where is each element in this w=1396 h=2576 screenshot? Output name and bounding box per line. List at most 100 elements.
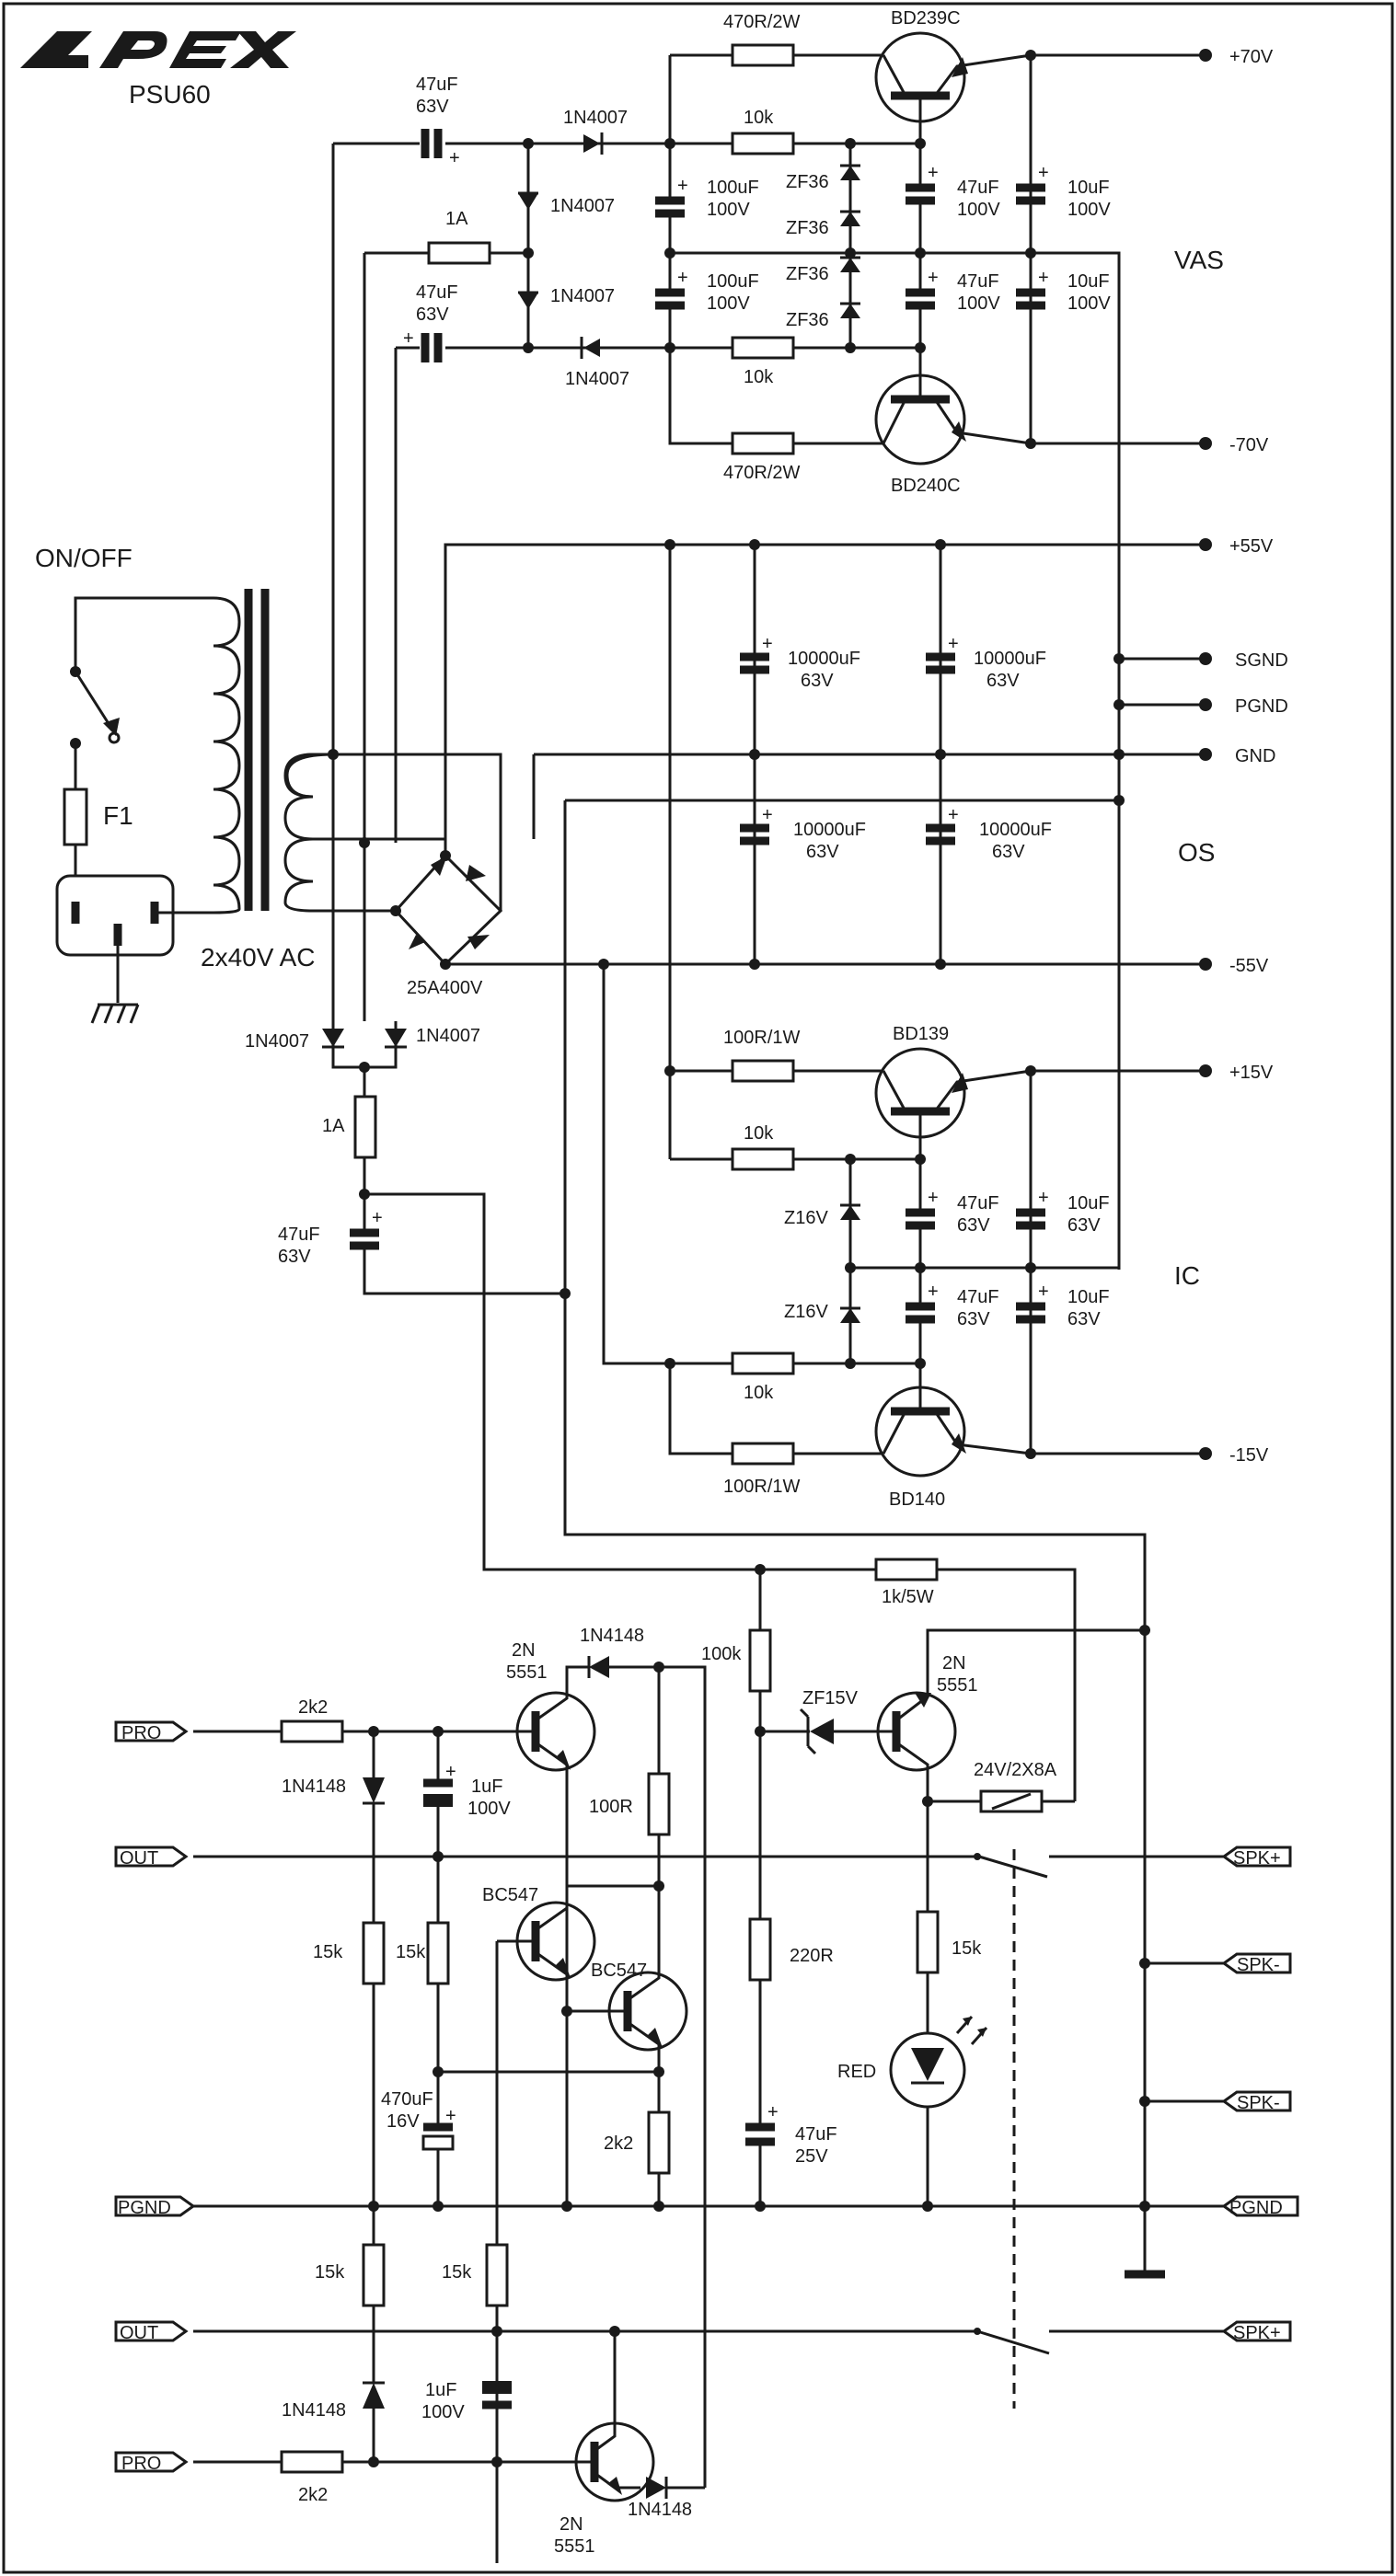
component-label: 1k/5W bbox=[882, 1587, 934, 1607]
component-label: SPK+ bbox=[1233, 1848, 1281, 1869]
component-label: 470R/2W bbox=[723, 463, 800, 483]
component-label: + bbox=[762, 805, 773, 825]
component-label: ZF15V bbox=[802, 1688, 859, 1708]
component-label: 10k bbox=[744, 367, 774, 387]
component-label: 100R bbox=[589, 1797, 633, 1817]
component-label: 5551 bbox=[937, 1675, 978, 1696]
component-label: 100uF bbox=[707, 178, 759, 198]
component-label: + bbox=[677, 176, 688, 196]
component-label: 63V bbox=[801, 671, 834, 691]
component-label: 15k bbox=[442, 2262, 472, 2283]
component-label: ON/OFF bbox=[35, 544, 133, 572]
component-label: 1N4148 bbox=[580, 1626, 644, 1646]
bridge-section: 25A400V bbox=[313, 543, 1206, 1021]
component-label: 1A bbox=[445, 209, 468, 229]
component-label: ZF36 bbox=[786, 218, 829, 238]
component-label: + bbox=[1038, 1282, 1049, 1302]
component-label: 10k bbox=[744, 108, 774, 128]
transistor-bd140 bbox=[874, 1363, 1032, 1478]
component-label: 16V bbox=[386, 2111, 420, 2132]
component-label: 47uF bbox=[795, 2124, 837, 2145]
transistor-pro-lower bbox=[574, 2331, 655, 2502]
component-label: 100uF bbox=[707, 271, 759, 292]
component-label: 1N4148 bbox=[628, 2500, 692, 2520]
component-label: 1N4007 bbox=[563, 108, 628, 128]
component-label: + bbox=[762, 634, 773, 654]
component-label: PRO bbox=[121, 1723, 161, 1743]
component-label: 15k bbox=[396, 1942, 426, 1962]
component-label: 100k bbox=[701, 1644, 742, 1664]
component-label: BC547 bbox=[482, 1885, 538, 1905]
component-label: 2N bbox=[560, 2514, 583, 2535]
component-label: 2k2 bbox=[298, 2485, 328, 2505]
component-label: 2x40V AC bbox=[201, 943, 316, 972]
component-label: 47uF bbox=[416, 75, 458, 95]
component-label: 100V bbox=[707, 200, 750, 220]
component-label: 470R/2W bbox=[723, 12, 800, 32]
component-label: ZF36 bbox=[786, 172, 829, 192]
fuse-vas bbox=[427, 241, 491, 265]
vas-section: + 47uF 63V + 47uF 63V 1A 1N4007 1N4007 1… bbox=[331, 8, 1212, 1270]
component-label: 10000uF bbox=[788, 649, 860, 669]
component-label: 100V bbox=[957, 200, 1000, 220]
component-label: 100R/1W bbox=[723, 1028, 800, 1048]
component-label: 63V bbox=[806, 842, 839, 862]
transistor-bc547-a bbox=[497, 1884, 659, 2013]
component-label: 100V bbox=[957, 293, 1000, 314]
component-label: 63V bbox=[992, 842, 1025, 862]
component-label: 5551 bbox=[554, 2536, 595, 2557]
transistor-bd240c bbox=[874, 348, 1032, 466]
component-label: 1A bbox=[322, 1116, 345, 1136]
component-label: 24V/2X8A bbox=[974, 1760, 1057, 1780]
component-label: 1N4007 bbox=[550, 286, 615, 306]
component-label: PGND bbox=[118, 2198, 171, 2218]
transistor-bd139 bbox=[874, 1047, 1032, 1159]
component-label: 10k bbox=[744, 1383, 774, 1403]
component-label: 10000uF bbox=[974, 649, 1046, 669]
component-label: + bbox=[445, 1762, 456, 1782]
relay-supply: 1N4007 1N4007 1A + 47uF 63V bbox=[245, 800, 1147, 2274]
component-label: 1N4007 bbox=[550, 196, 615, 216]
component-label: 100V bbox=[467, 1799, 511, 1819]
protection-section: 1k/5W 100k ZF15V 220R + 47uF 25V 2N bbox=[193, 1558, 1224, 2563]
component-label: 63V bbox=[416, 305, 449, 325]
component-label: 100V bbox=[1067, 293, 1111, 314]
component-label: 15k bbox=[315, 2262, 345, 2283]
component-label: Z16V bbox=[784, 1302, 828, 1322]
component-label: 63V bbox=[1067, 1309, 1101, 1329]
component-label: 5551 bbox=[506, 1662, 548, 1683]
component-label: BC547 bbox=[591, 1961, 647, 1981]
component-label: 10uF bbox=[1067, 1287, 1110, 1307]
component-label: 47uF bbox=[957, 178, 999, 198]
component-label: + bbox=[1038, 1188, 1049, 1208]
component-label: 25V bbox=[795, 2146, 828, 2167]
section-os: OS bbox=[1178, 838, 1215, 867]
component-label: 63V bbox=[278, 1247, 311, 1267]
component-label: ZF36 bbox=[786, 310, 829, 330]
component-label: 25A400V bbox=[407, 978, 483, 998]
component-label: SPK- bbox=[1237, 1955, 1280, 1975]
component-label: SPK+ bbox=[1233, 2323, 1281, 2343]
component-label: 63V bbox=[957, 1215, 990, 1236]
component-label: 100V bbox=[421, 2402, 465, 2422]
component-label: + bbox=[1038, 163, 1049, 183]
component-label: 47uF bbox=[416, 282, 458, 303]
component-label: 47uF bbox=[957, 1193, 999, 1213]
component-label: 10uF bbox=[1067, 1193, 1110, 1213]
logo-mark bbox=[20, 31, 296, 68]
cap-vas-bot bbox=[421, 333, 443, 362]
component-label: 47uF bbox=[957, 1287, 999, 1307]
component-label: 47uF bbox=[278, 1225, 320, 1245]
component-label: 2k2 bbox=[604, 2133, 633, 2154]
rail-p55: +55V bbox=[1229, 536, 1274, 557]
mains-section: ON/OFF F1 2x40V AC bbox=[35, 544, 396, 1024]
component-label: 10000uF bbox=[793, 820, 866, 840]
component-label: 1N4007 bbox=[565, 369, 629, 389]
component-label: 47uF bbox=[957, 271, 999, 292]
transistor-bc547-b bbox=[607, 1941, 688, 2112]
component-label: + bbox=[948, 805, 959, 825]
component-label: BD239C bbox=[891, 8, 961, 29]
component-label: 100V bbox=[707, 293, 750, 314]
component-label: 100R/1W bbox=[723, 1477, 800, 1497]
